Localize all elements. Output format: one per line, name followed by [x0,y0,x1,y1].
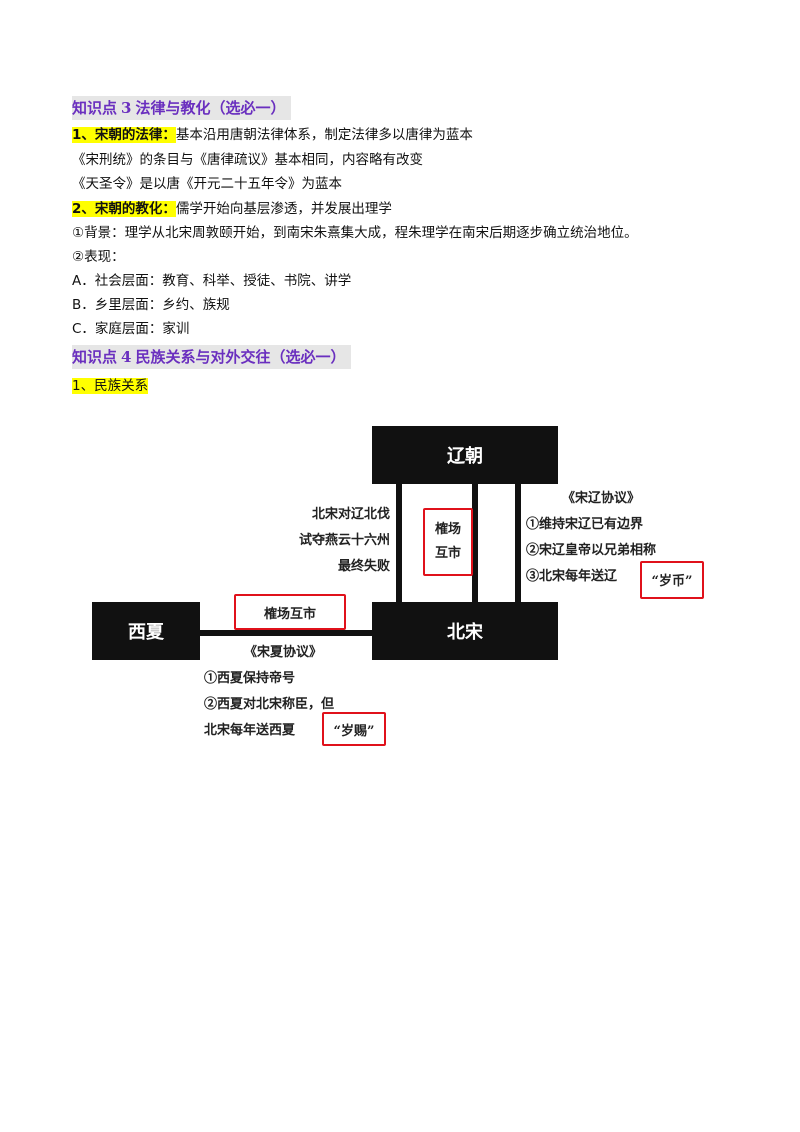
suici-box [322,712,386,746]
beisong-label: 北宋 [447,622,483,643]
liao-market-line-1: 榷场 [434,522,461,537]
connector-left [396,482,402,604]
manifestation-line: ②表现： [72,249,125,265]
songliao-title: 《宋辽协议》 [562,491,641,506]
tianshengling-line: 《天圣令》是以唐《开元二十五年令》为蓝本 [72,176,342,192]
section3-title-text: 法律与教化（选必一） [135,99,286,117]
liao-label: 辽朝 [447,446,483,467]
section4-title-num: 4 [121,348,132,366]
relations-diagram: 辽朝 北宋 西夏 北宋对辽北伐 试夺燕云十六州 最终失败 榷场 互市 《宋辽协议… [92,422,704,746]
section4-title-prefix: 知识点 [72,348,118,366]
section4-title-text: 民族关系与对外交往（选必一） [135,348,346,366]
xixia-box: 西夏 [92,602,200,660]
background-line: ①背景：理学从北宋周敦颐开始，到南宋朱熹集大成，程朱理学在南宋后期逐步确立统治地… [72,225,638,241]
section3-title-num: 3 [121,99,132,117]
liao-market-text: 榷场 互市 [423,518,473,566]
connector-horizontal [200,630,372,636]
northern-expedition-text: 北宋对辽北伐 试夺燕云十六州 最终失败 [299,502,390,580]
expedition-line-3: 最终失败 [337,559,390,574]
ethnic-relations-line: 1、民族关系 [72,375,149,397]
edu-text: 儒学开始向基层渗透，并发展出理学 [175,201,392,217]
songliao-treaty: 《宋辽协议》 ①维持宋辽已有边界 ②宋辽皇帝以兄弟相称 ③北宋每年送辽 [526,486,656,590]
law-label: 1、宋朝的法律： [72,127,176,143]
liao-market-line-2: 互市 [434,546,461,561]
liao-market-box [423,508,473,576]
social-level-line: A．社会层面：教育、科举、授徒、书院、讲学 [72,273,352,289]
law-text: 基本沿用唐朝法律体系，制定法律多以唐律为蓝本 [175,127,473,143]
songxingtong-line: 《宋刑统》的条目与《唐律疏议》基本相同，内容略有改变 [72,152,423,168]
songxia-treaty: 《宋夏协议》 ①西夏保持帝号 ②西夏对北宋称臣，但 北宋每年送西夏 [204,640,334,744]
beisong-box: 北宋 [372,602,558,660]
village-level-line: B．乡里层面：乡约、族规 [72,297,230,313]
expedition-line-1: 北宋对辽北伐 [311,507,390,522]
songxia-item-1: ①西夏保持帝号 [204,671,296,686]
xixia-label: 西夏 [128,622,164,643]
songliao-item-3: ③北宋每年送辽 [526,569,618,584]
edu-paragraph: 2、宋朝的教化：儒学开始向基层渗透，并发展出理学 [72,198,392,220]
songxia-item-3: 北宋每年送西夏 [204,723,296,738]
suibi-box [640,561,704,599]
ethnic-relations-label: 1、民族关系 [72,378,149,394]
songxia-title: 《宋夏协议》 [244,645,323,660]
songliao-item-2: ②宋辽皇帝以兄弟相称 [526,543,657,558]
liao-box: 辽朝 [372,426,558,484]
connector-right [515,482,521,604]
songliao-item-1: ①维持宋辽已有边界 [526,517,644,532]
section3-title-prefix: 知识点 [72,99,118,117]
xixia-market-text: 榷场互市 [263,607,316,622]
law-paragraph: 1、宋朝的法律：基本沿用唐朝法律体系，制定法律多以唐律为蓝本 [72,124,473,146]
connector-mid [472,482,478,604]
edu-label: 2、宋朝的教化： [72,201,176,217]
family-level-line: C．家庭层面：家训 [72,321,190,337]
expedition-line-2: 试夺燕云十六州 [298,533,390,548]
suici-text: “岁赐” [333,724,375,739]
songxia-item-2: ②西夏对北宋称臣，但 [204,697,335,712]
xixia-market-box [234,594,346,630]
suibi-text: “岁币” [651,574,693,589]
